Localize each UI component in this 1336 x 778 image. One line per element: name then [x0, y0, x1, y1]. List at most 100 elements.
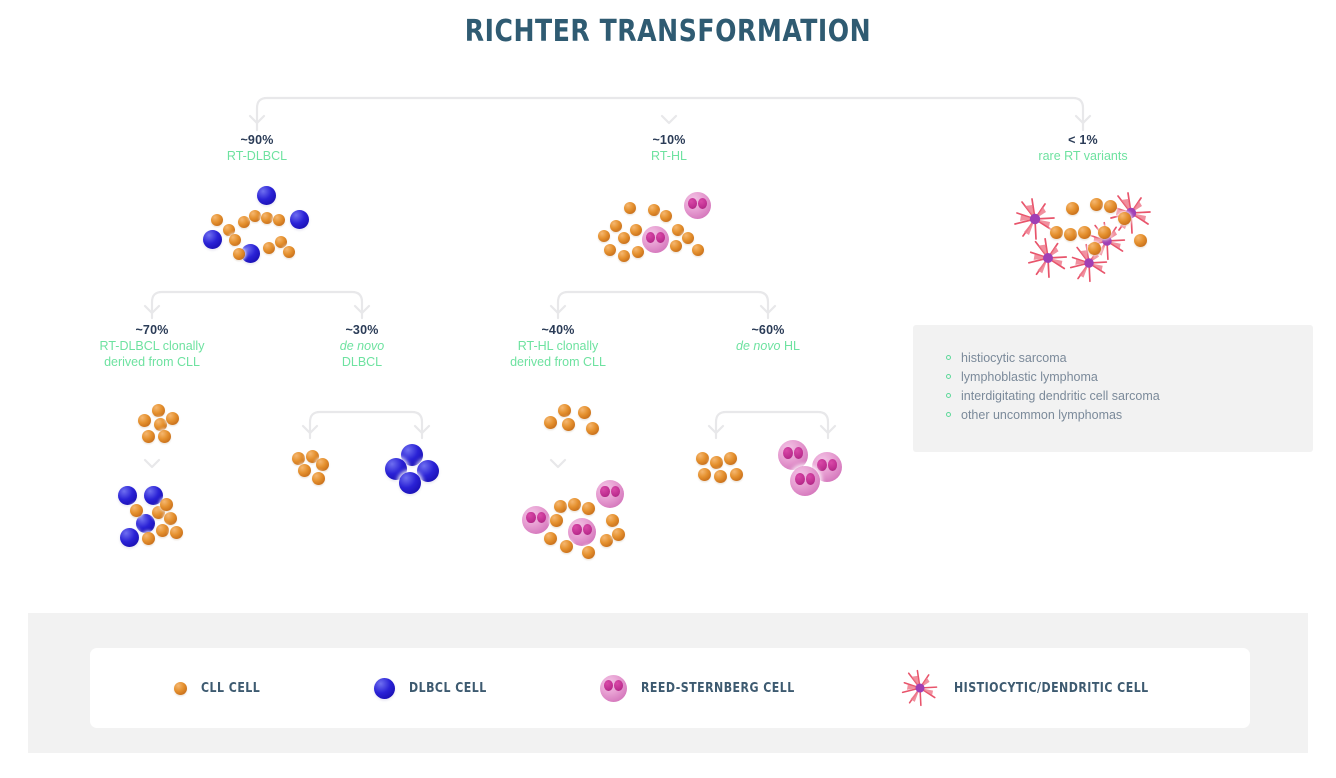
cll-cell — [696, 452, 709, 465]
bullet-icon — [946, 393, 951, 398]
cluster-de-novo-dlbcl — [385, 444, 451, 498]
legend-item-cll-cell-label: CLL CELL — [201, 680, 261, 696]
cll-cell — [698, 468, 711, 481]
italic-de-novo: de novo — [339, 339, 385, 353]
cll-cell — [578, 406, 591, 419]
cluster-de-novo-hl-cll — [694, 450, 754, 490]
list-item-label: lymphoblastic lymphoma — [961, 370, 1098, 384]
cll-cell — [306, 450, 319, 463]
node-rt-hl: ~10% RT-HL — [589, 132, 749, 164]
cll-cell — [632, 246, 644, 258]
list-item-label: interdigitating dendritic cell sarcoma — [961, 389, 1160, 403]
dlbcl-cell — [257, 186, 276, 205]
arrow-down-rt-dlbcl — [248, 114, 266, 126]
dlbcl-cell — [203, 230, 222, 249]
cll-cell — [156, 524, 169, 537]
cll-cell — [558, 404, 571, 417]
dlbcl-cell — [136, 514, 155, 533]
legend-item-histiocytic-dendritic-cell: HISTIOCYTIC/DENDRITIC CELL — [900, 648, 1161, 728]
node-rt-dlbcl-clonal-line1: RT-DLBCL clonally — [99, 339, 205, 353]
cll-cell — [550, 514, 563, 527]
cll-cell — [1098, 226, 1111, 239]
cll-cell — [554, 500, 567, 513]
cluster-dlbcl-clonal-transformed — [118, 486, 228, 550]
dlbcl-cell — [118, 486, 137, 505]
node-rt-hl-label: RT-HL — [651, 149, 687, 163]
italic-de-novo: de novo — [736, 339, 781, 353]
node-de-novo-hl: ~60% de novo HL — [688, 322, 848, 354]
cll-cell — [1118, 212, 1131, 225]
legend-item-dlbcl-cell-label: DLBCL CELL — [409, 680, 487, 696]
cll-cell — [1064, 228, 1077, 241]
legend-item-histiocytic-dendritic-cell-label: HISTIOCYTIC/DENDRITIC CELL — [954, 680, 1149, 696]
cll-cell — [598, 230, 610, 242]
cll-cell — [710, 456, 723, 469]
cll-cell — [142, 532, 155, 545]
cll-cell — [1090, 198, 1103, 211]
list-item: other uncommon lymphomas — [946, 406, 1313, 425]
cll-cell — [160, 498, 173, 511]
reed-sternberg-cell-icon — [600, 674, 627, 702]
dlbcl-cell — [144, 486, 163, 505]
arrow-down-dlbcl-progression — [143, 458, 161, 470]
cll-cell — [249, 210, 261, 222]
arrow-down-de-novo-dlbcl-cells — [413, 424, 431, 436]
rare-variants-list: histiocytic sarcoma lymphoblastic lympho… — [946, 349, 1313, 425]
cll-cell — [312, 472, 325, 485]
cll-cell — [610, 220, 622, 232]
node-rt-hl-clonal: ~40% RT-HL clonally derived from CLL — [478, 322, 638, 370]
node-rt-dlbcl-label: RT-DLBCL — [226, 149, 288, 163]
histiocytic-dendritic-cell-icon — [900, 668, 940, 708]
dlbcl-cell — [120, 528, 139, 547]
arrow-down-hl-progression — [549, 458, 567, 470]
cluster-de-novo-hl-rs — [778, 440, 868, 510]
cll-cell — [170, 526, 183, 539]
node-rt-dlbcl-clonal-line2: derived from CLL — [104, 355, 200, 369]
node-rt-dlbcl-clonal: ~70% RT-DLBCL clonally derived from CLL — [72, 322, 232, 370]
cll-cell — [158, 430, 171, 443]
cll-cell — [152, 404, 165, 417]
cll-cell — [298, 464, 311, 477]
cll-cell — [1078, 226, 1091, 239]
cll-cell — [714, 470, 727, 483]
cll-cell — [670, 240, 682, 252]
node-rt-dlbcl-clonal-percent: ~70% — [135, 323, 169, 337]
cll-cell — [618, 232, 630, 244]
cll-cell — [130, 504, 143, 517]
cll-cell — [730, 468, 743, 481]
node-de-novo-dlbcl-line2: DLBCL — [341, 355, 383, 369]
node-rare-variants: < 1% rare RT variants — [1003, 132, 1163, 164]
cluster-dlbcl-clonal-cll — [132, 404, 202, 448]
list-item: lymphoblastic lymphoma — [946, 368, 1313, 387]
legend-item-cll-cell: CLL CELL — [174, 648, 264, 728]
list-item-label: histiocytic sarcoma — [961, 351, 1067, 365]
cluster-rt-dlbcl — [203, 186, 335, 276]
histiocytic-dendritic-cell — [1068, 242, 1110, 284]
cll-cell — [211, 214, 223, 226]
cluster-hl-clonal-cll — [540, 404, 610, 448]
cll-cell — [544, 416, 557, 429]
reed-sternberg-cell — [596, 480, 624, 508]
node-rt-hl-clonal-percent: ~40% — [541, 323, 575, 337]
list-item: histiocytic sarcoma — [946, 349, 1313, 368]
cll-cell — [586, 422, 599, 435]
cll-cell — [275, 236, 287, 248]
cll-cell — [1066, 202, 1079, 215]
list-item-label: other uncommon lymphomas — [961, 408, 1123, 422]
arrow-down-rt-hl-clonal — [549, 304, 567, 316]
reed-sternberg-cell — [522, 506, 550, 534]
connector-rt-dlbcl-to-tier2 — [150, 290, 364, 320]
cll-cell — [604, 244, 616, 256]
legend-card: CLL CELL DLBCL CELL REED-STERNBERG CELL — [90, 648, 1250, 728]
cll-cell — [624, 202, 636, 214]
connector-de-novo-dlbcl-split — [308, 410, 424, 440]
node-de-novo-hl-tail: HL — [780, 339, 800, 353]
cll-cell — [154, 418, 167, 431]
arrow-down-de-novo-hl-rs — [819, 424, 837, 436]
arrow-down-de-novo-hl — [759, 304, 777, 316]
cll-cell — [261, 212, 273, 224]
cll-cell — [316, 458, 329, 471]
dlbcl-cell-icon — [374, 677, 395, 699]
dlbcl-cell — [401, 444, 423, 466]
cll-cell — [229, 234, 241, 246]
